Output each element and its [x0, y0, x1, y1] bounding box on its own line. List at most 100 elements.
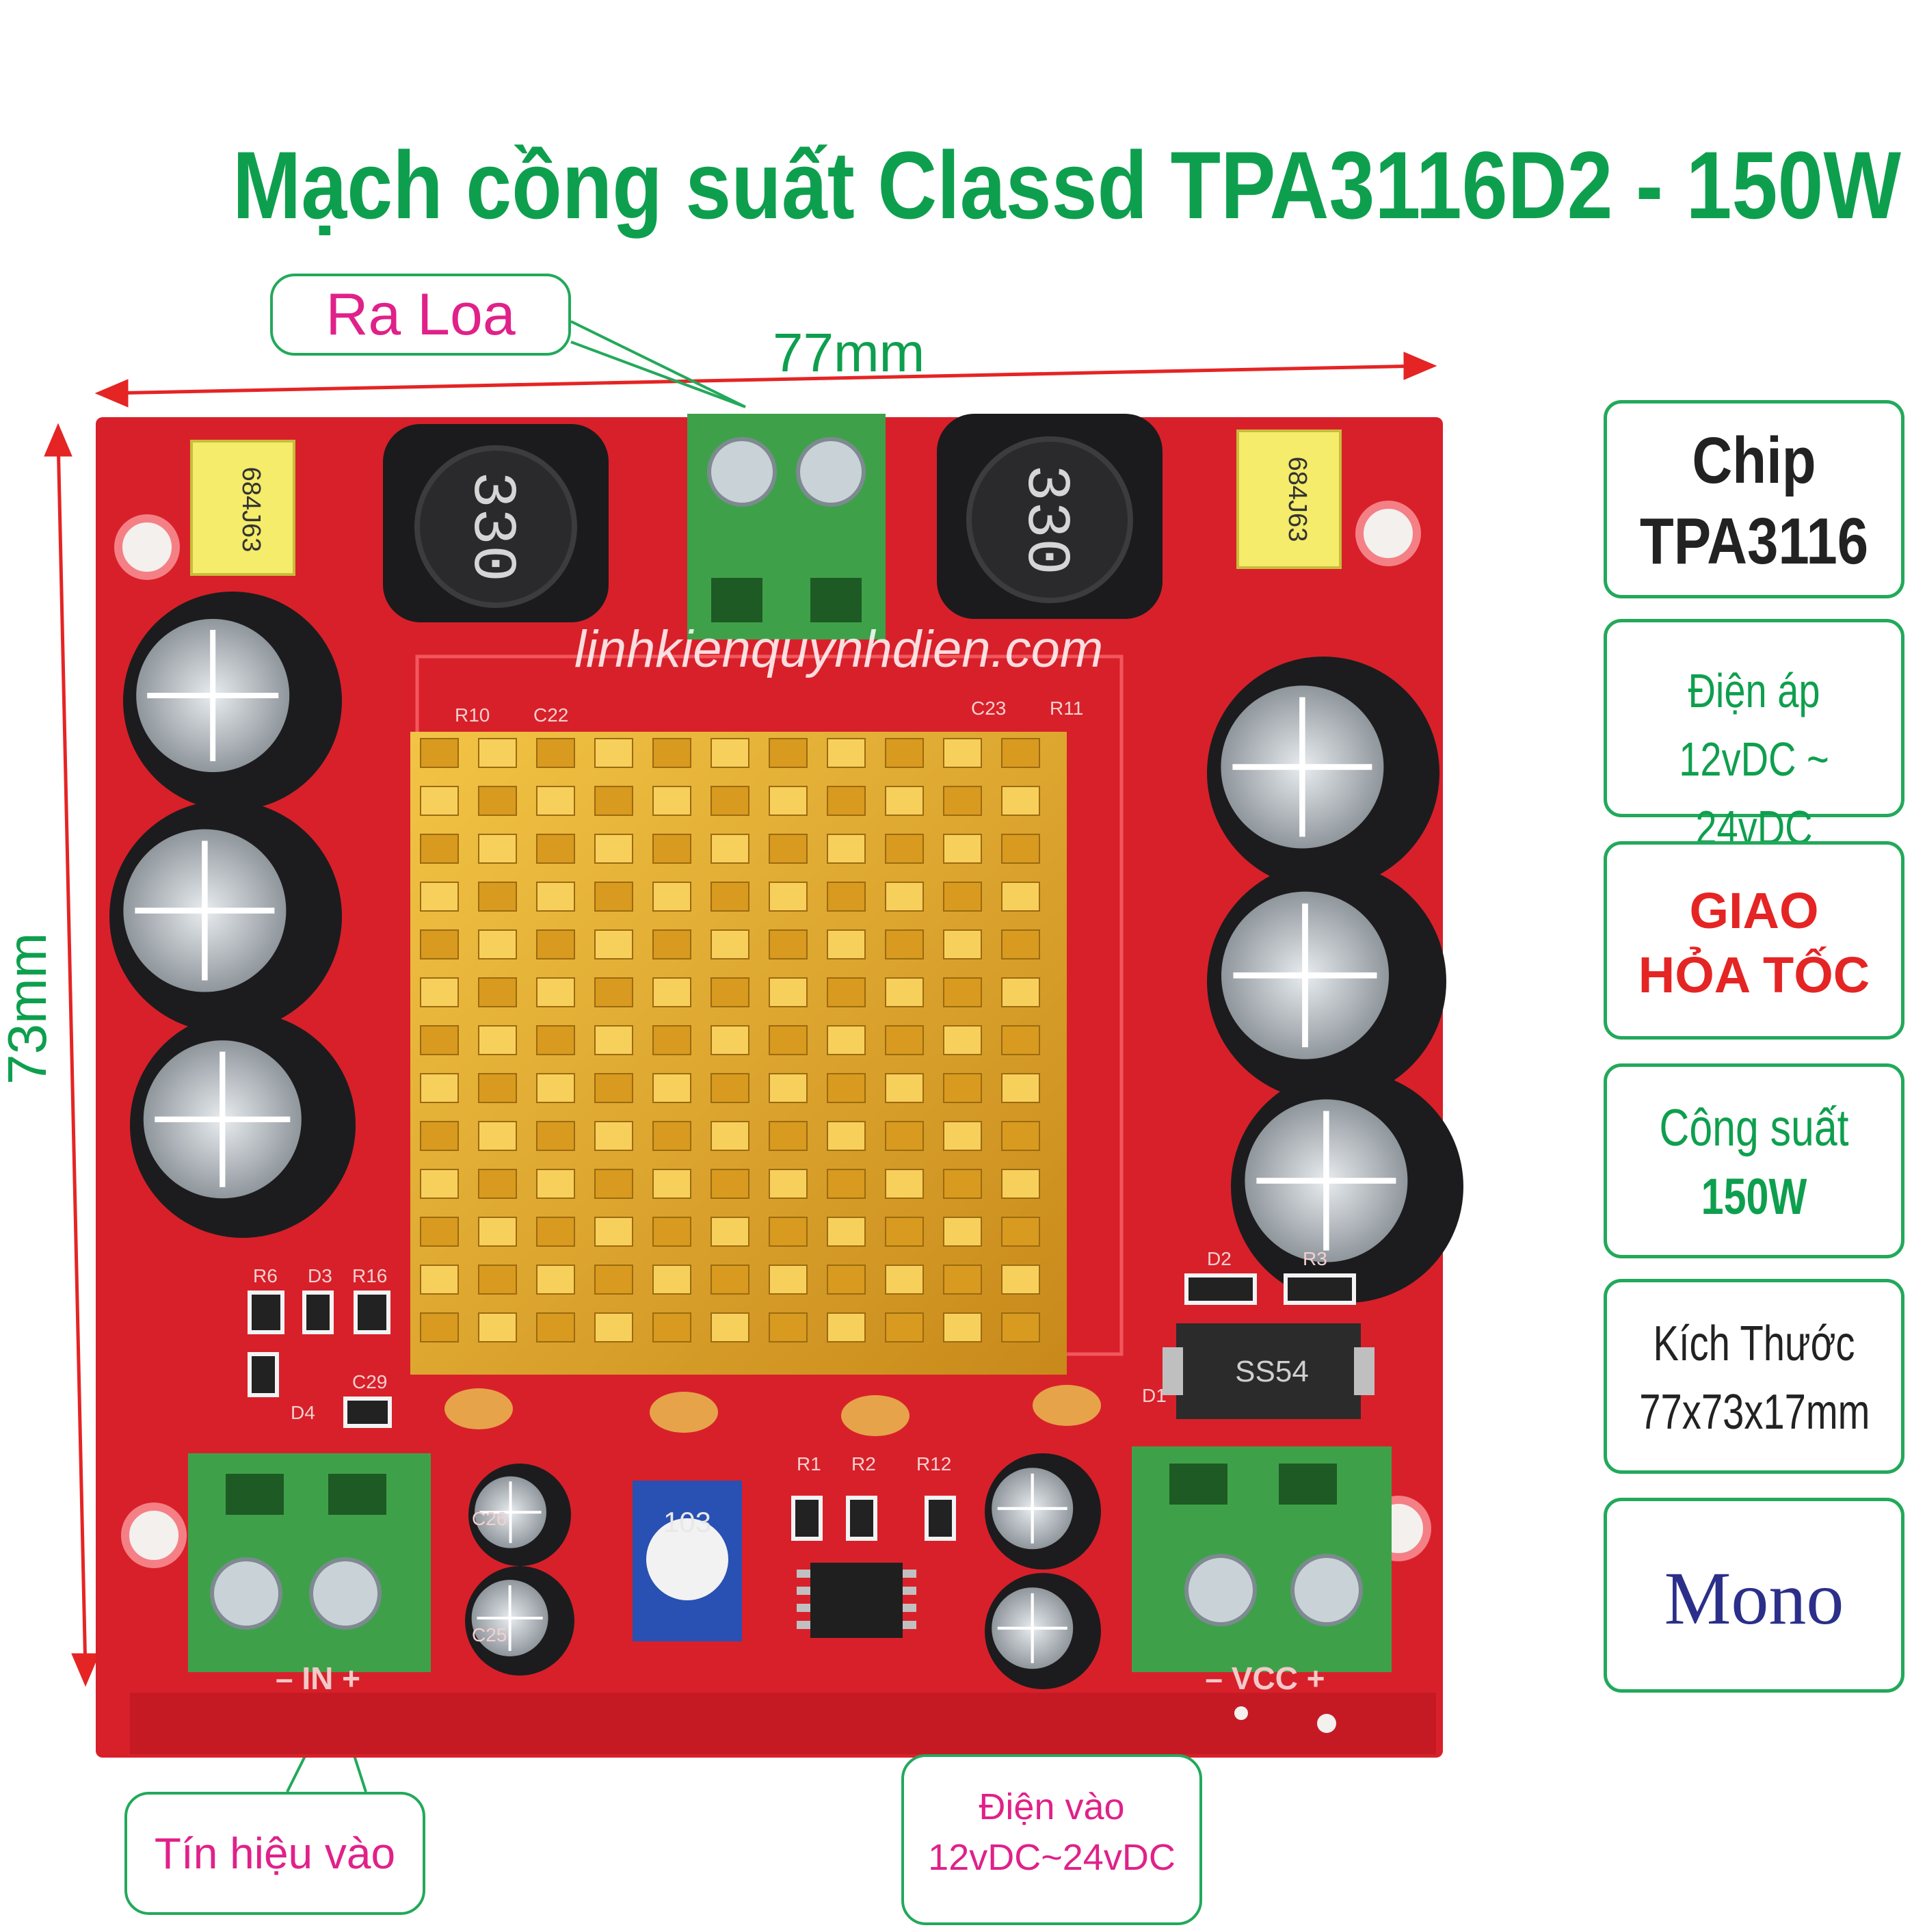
heatsink-fin [536, 929, 575, 960]
heatsink-fin [943, 738, 982, 768]
heatsink-fin [536, 1312, 575, 1342]
heatsink-fin [478, 977, 517, 1007]
heatsink-fin [885, 1265, 924, 1295]
spec-panel-chip: Chip TPA3116 [1604, 400, 1904, 598]
callout-power-in-voltage: 12vDC~24vDC [928, 1837, 1176, 1878]
heatsink-fin [536, 1265, 575, 1295]
callout-signal-in: Tín hiệu vào [124, 1792, 425, 1915]
heatsink-fin [827, 882, 866, 912]
heatsink-fin [827, 1265, 866, 1295]
smd-parts [248, 1273, 1356, 1541]
input-terminal-label: – IN + [276, 1660, 360, 1696]
inductor-right-label: 330 [1010, 464, 1080, 575]
heatsink-fin [478, 786, 517, 816]
heatsink-fin [943, 834, 982, 864]
heatsink-fin [711, 1265, 749, 1295]
page-title: Mạch cồng suất Classd TPA3116D2 - 150W [233, 131, 1902, 239]
label-c26: C26 [472, 1508, 507, 1529]
heatsink-fin [652, 1073, 691, 1103]
heatsink-fin [943, 1121, 982, 1151]
heatsink-fin [652, 1025, 691, 1055]
heatsink [410, 732, 1067, 1375]
heatsink-fin [1001, 929, 1040, 960]
diode-label: SS54 [1235, 1355, 1309, 1388]
heatsink-fin [885, 834, 924, 864]
capacitor-vent [147, 630, 279, 761]
heatsink-fin [478, 1121, 517, 1151]
capacitor-vent [155, 1051, 291, 1187]
heatsink-fin [827, 1025, 866, 1055]
spec-panel-shipping: GIAO HỎA TỐC [1604, 841, 1904, 1040]
heatsink-fin [769, 882, 808, 912]
heatsink-fin [711, 882, 749, 912]
heatsink-fin [594, 929, 633, 960]
heatsink-fin [1001, 977, 1040, 1007]
heatsink-fin [536, 1169, 575, 1199]
heatsink-fin [943, 882, 982, 912]
heatsink-fin [536, 977, 575, 1007]
heatsink-fin [827, 1169, 866, 1199]
heatsink-fin [943, 1312, 982, 1342]
heatsink-fin [769, 1073, 808, 1103]
heatsink-fin [711, 1312, 749, 1342]
ic-chip [797, 1563, 916, 1638]
heatsink-fin [1001, 786, 1040, 816]
label-c29: C29 [352, 1371, 387, 1392]
film-capacitor-left-label: 684J63 [237, 467, 265, 553]
heatsink-fin [769, 1169, 808, 1199]
heatsink-fin [943, 1169, 982, 1199]
electrolytic-capacitor [1207, 862, 1446, 1101]
heatsink-fin [478, 834, 517, 864]
heatsink-fin [536, 1217, 575, 1247]
film-capacitor-right: 684J63 [1236, 429, 1342, 569]
spec-size-value: 77x73x17mm [1639, 1385, 1870, 1440]
label-d2: D2 [1207, 1248, 1232, 1269]
spec-chip-value: TPA3116 [1639, 505, 1869, 578]
heatsink-fin [885, 977, 924, 1007]
heatsink-fin [769, 1312, 808, 1342]
heatsink-fin [885, 929, 924, 960]
label-c22: C22 [533, 704, 568, 726]
heatsink-fin [827, 1073, 866, 1103]
inductor-left-label: 330 [456, 471, 526, 582]
heatsink-fin [536, 1073, 575, 1103]
electrolytic-capacitor [130, 1012, 356, 1238]
capacitor-vent [479, 1481, 542, 1544]
heatsink-fin [652, 786, 691, 816]
spec-shipping-line2: HỎA TỐC [1638, 947, 1870, 1003]
heatsink-fin [885, 882, 924, 912]
capacitor-vent [1233, 903, 1377, 1048]
speaker-terminal [687, 414, 886, 639]
heatsink-fin [769, 1025, 808, 1055]
spec-mode-value: Mono [1664, 1557, 1844, 1640]
spec-power-label: Công suất [1659, 1099, 1849, 1157]
heatsink-fin [769, 1265, 808, 1295]
heatsink-fin [420, 1073, 459, 1103]
input-terminal: – IN + [188, 1453, 431, 1696]
heatsink-fin [652, 1121, 691, 1151]
heatsink-fin [943, 929, 982, 960]
heatsink-fin [420, 1312, 459, 1342]
electrolytic-capacitor [109, 800, 342, 1033]
heatsink-fin [885, 786, 924, 816]
capacitor-vent [1232, 697, 1372, 837]
heatsink-fin [1001, 738, 1040, 768]
heatsink-fin [536, 1121, 575, 1151]
heatsink-fin [943, 1025, 982, 1055]
heatsink-fin [1001, 1073, 1040, 1103]
callout-speaker-out-text: Ra Loa [326, 282, 516, 347]
heatsink-fin [711, 834, 749, 864]
heatsink-fin [420, 1121, 459, 1151]
heatsink-fin [1001, 1169, 1040, 1199]
heatsink-fin [420, 882, 459, 912]
vcc-terminal-label: – VCC + [1205, 1660, 1325, 1696]
heatsink-fin [420, 929, 459, 960]
heatsink-fin [943, 977, 982, 1007]
heatsink-fin [1001, 1217, 1040, 1247]
heatsink-fin [652, 1265, 691, 1295]
electrolytic-capacitors [109, 592, 1463, 1689]
heatsink-fin [652, 1169, 691, 1199]
heatsink-fin [652, 977, 691, 1007]
heatsink-fin [885, 1073, 924, 1103]
heatsink-fin [769, 1217, 808, 1247]
